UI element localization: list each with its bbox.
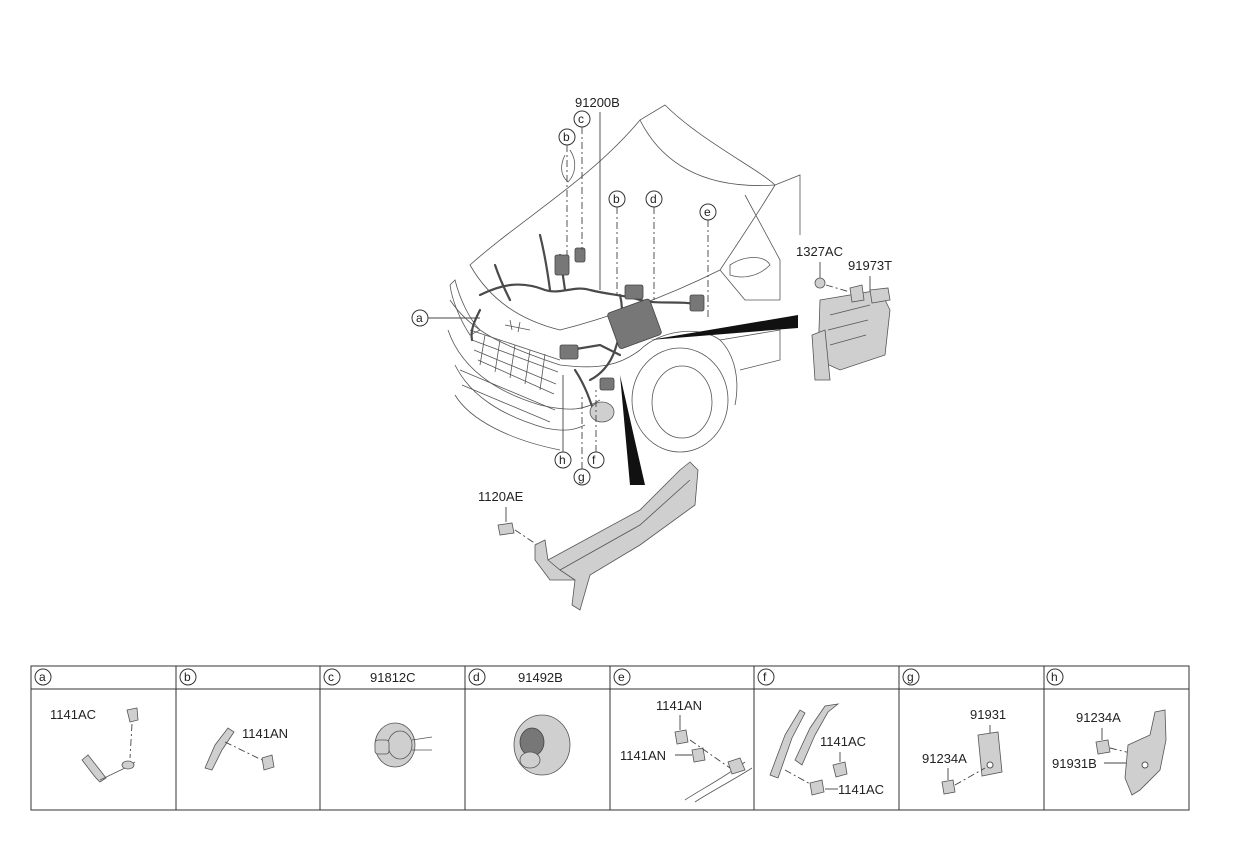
callout-letter: f [592, 453, 596, 467]
screw-icon [126, 707, 139, 723]
part-label: 1141AC [838, 782, 884, 797]
part-label: 91234A [1076, 710, 1121, 725]
detail-cell-h-header: h [1046, 668, 1064, 686]
nut-icon [1095, 739, 1111, 755]
detail-cell-d-header: d 91492B [468, 668, 563, 686]
callout-letter: e [704, 205, 711, 219]
detail-cell-e-header: e [613, 668, 631, 686]
nut-icon [814, 277, 826, 289]
callout-e: e [699, 203, 717, 320]
screw-icon [941, 779, 956, 795]
part-label: 91234A [922, 751, 967, 766]
cell-letter: h [1051, 670, 1058, 684]
cell-title: 91492B [518, 670, 563, 685]
callout-letter: b [613, 192, 620, 206]
callout-letter: g [578, 470, 585, 484]
callout-letter: d [650, 192, 657, 206]
part-label: 91931 [970, 707, 1006, 722]
part-label: 1141AN [656, 698, 702, 713]
callout-f: f [587, 390, 605, 469]
cell-letter: c [328, 670, 334, 684]
detail-cell-e: 1141AN 1141AN [620, 698, 753, 803]
part-label-1327ac: 1327AC [796, 244, 843, 259]
callout-g: g [573, 395, 591, 486]
part-label: 1141AC [820, 734, 866, 749]
callout-letter: c [578, 112, 584, 126]
detail-cell-c [374, 722, 433, 768]
detail-cell-g: 91931 91234A [922, 707, 1006, 795]
screw-icon [832, 761, 848, 778]
callout-h: h [554, 375, 572, 469]
cell-letter: a [39, 670, 46, 684]
detail-cell-b: 1141AN [204, 726, 288, 771]
leader-wedge-bracket [620, 375, 645, 485]
detail-cell-f-header: f [757, 668, 775, 686]
screw-icon [691, 747, 706, 763]
cell-letter: b [184, 670, 191, 684]
callout-b-middle: b [608, 190, 626, 295]
detail-cell-a-header: a [34, 668, 52, 686]
callout-a: a [411, 309, 480, 327]
main-wiring-harness [470, 233, 705, 423]
callout-letter: a [416, 311, 423, 325]
cell-letter: e [618, 670, 625, 684]
cell-title: 91812C [370, 670, 416, 685]
vehicle-front-illustration [447, 104, 801, 453]
detail-cell-c-header: c 91812C [323, 668, 416, 686]
part-label: 1141AC [50, 707, 96, 722]
screw-icon [674, 729, 689, 745]
part-label: 1141AN [242, 726, 288, 741]
part-label-1120ae: 1120AE [478, 489, 524, 504]
part-label-91973t: 91973T [848, 258, 892, 273]
harness-protector-bracket: 1120AE [478, 461, 699, 611]
part-label: 1141AN [620, 748, 666, 763]
cell-letter: g [907, 670, 914, 684]
bolt-icon [497, 522, 515, 536]
screw-icon [261, 754, 275, 771]
cell-letter: d [473, 670, 480, 684]
callout-c: c [573, 110, 591, 250]
callout-d: d [645, 190, 663, 300]
detail-cell-h: 91234A 91931B [1052, 709, 1167, 796]
part-label-91200b: 91200B [575, 95, 620, 110]
detail-cell-a: 1141AC [50, 707, 139, 783]
callout-b-left: b [558, 128, 576, 255]
screw-icon [809, 779, 825, 796]
detail-cell-b-header: b [179, 668, 197, 686]
callout-91200b: 91200B [575, 95, 620, 290]
part-label: 91931B [1052, 756, 1097, 771]
callout-letter: h [559, 453, 566, 467]
cell-letter: f [763, 670, 767, 684]
detail-table: a b c 91812C d 91492B e f g [30, 665, 1190, 811]
ecu-bracket-assembly: 1327AC 91973T [796, 244, 892, 381]
detail-cell-f: 1141AC 1141AC [769, 703, 884, 797]
detail-cell-g-header: g [902, 668, 920, 686]
detail-cell-d [513, 714, 571, 776]
callout-letter: b [563, 130, 570, 144]
leader-wedge-ecu [650, 315, 798, 340]
